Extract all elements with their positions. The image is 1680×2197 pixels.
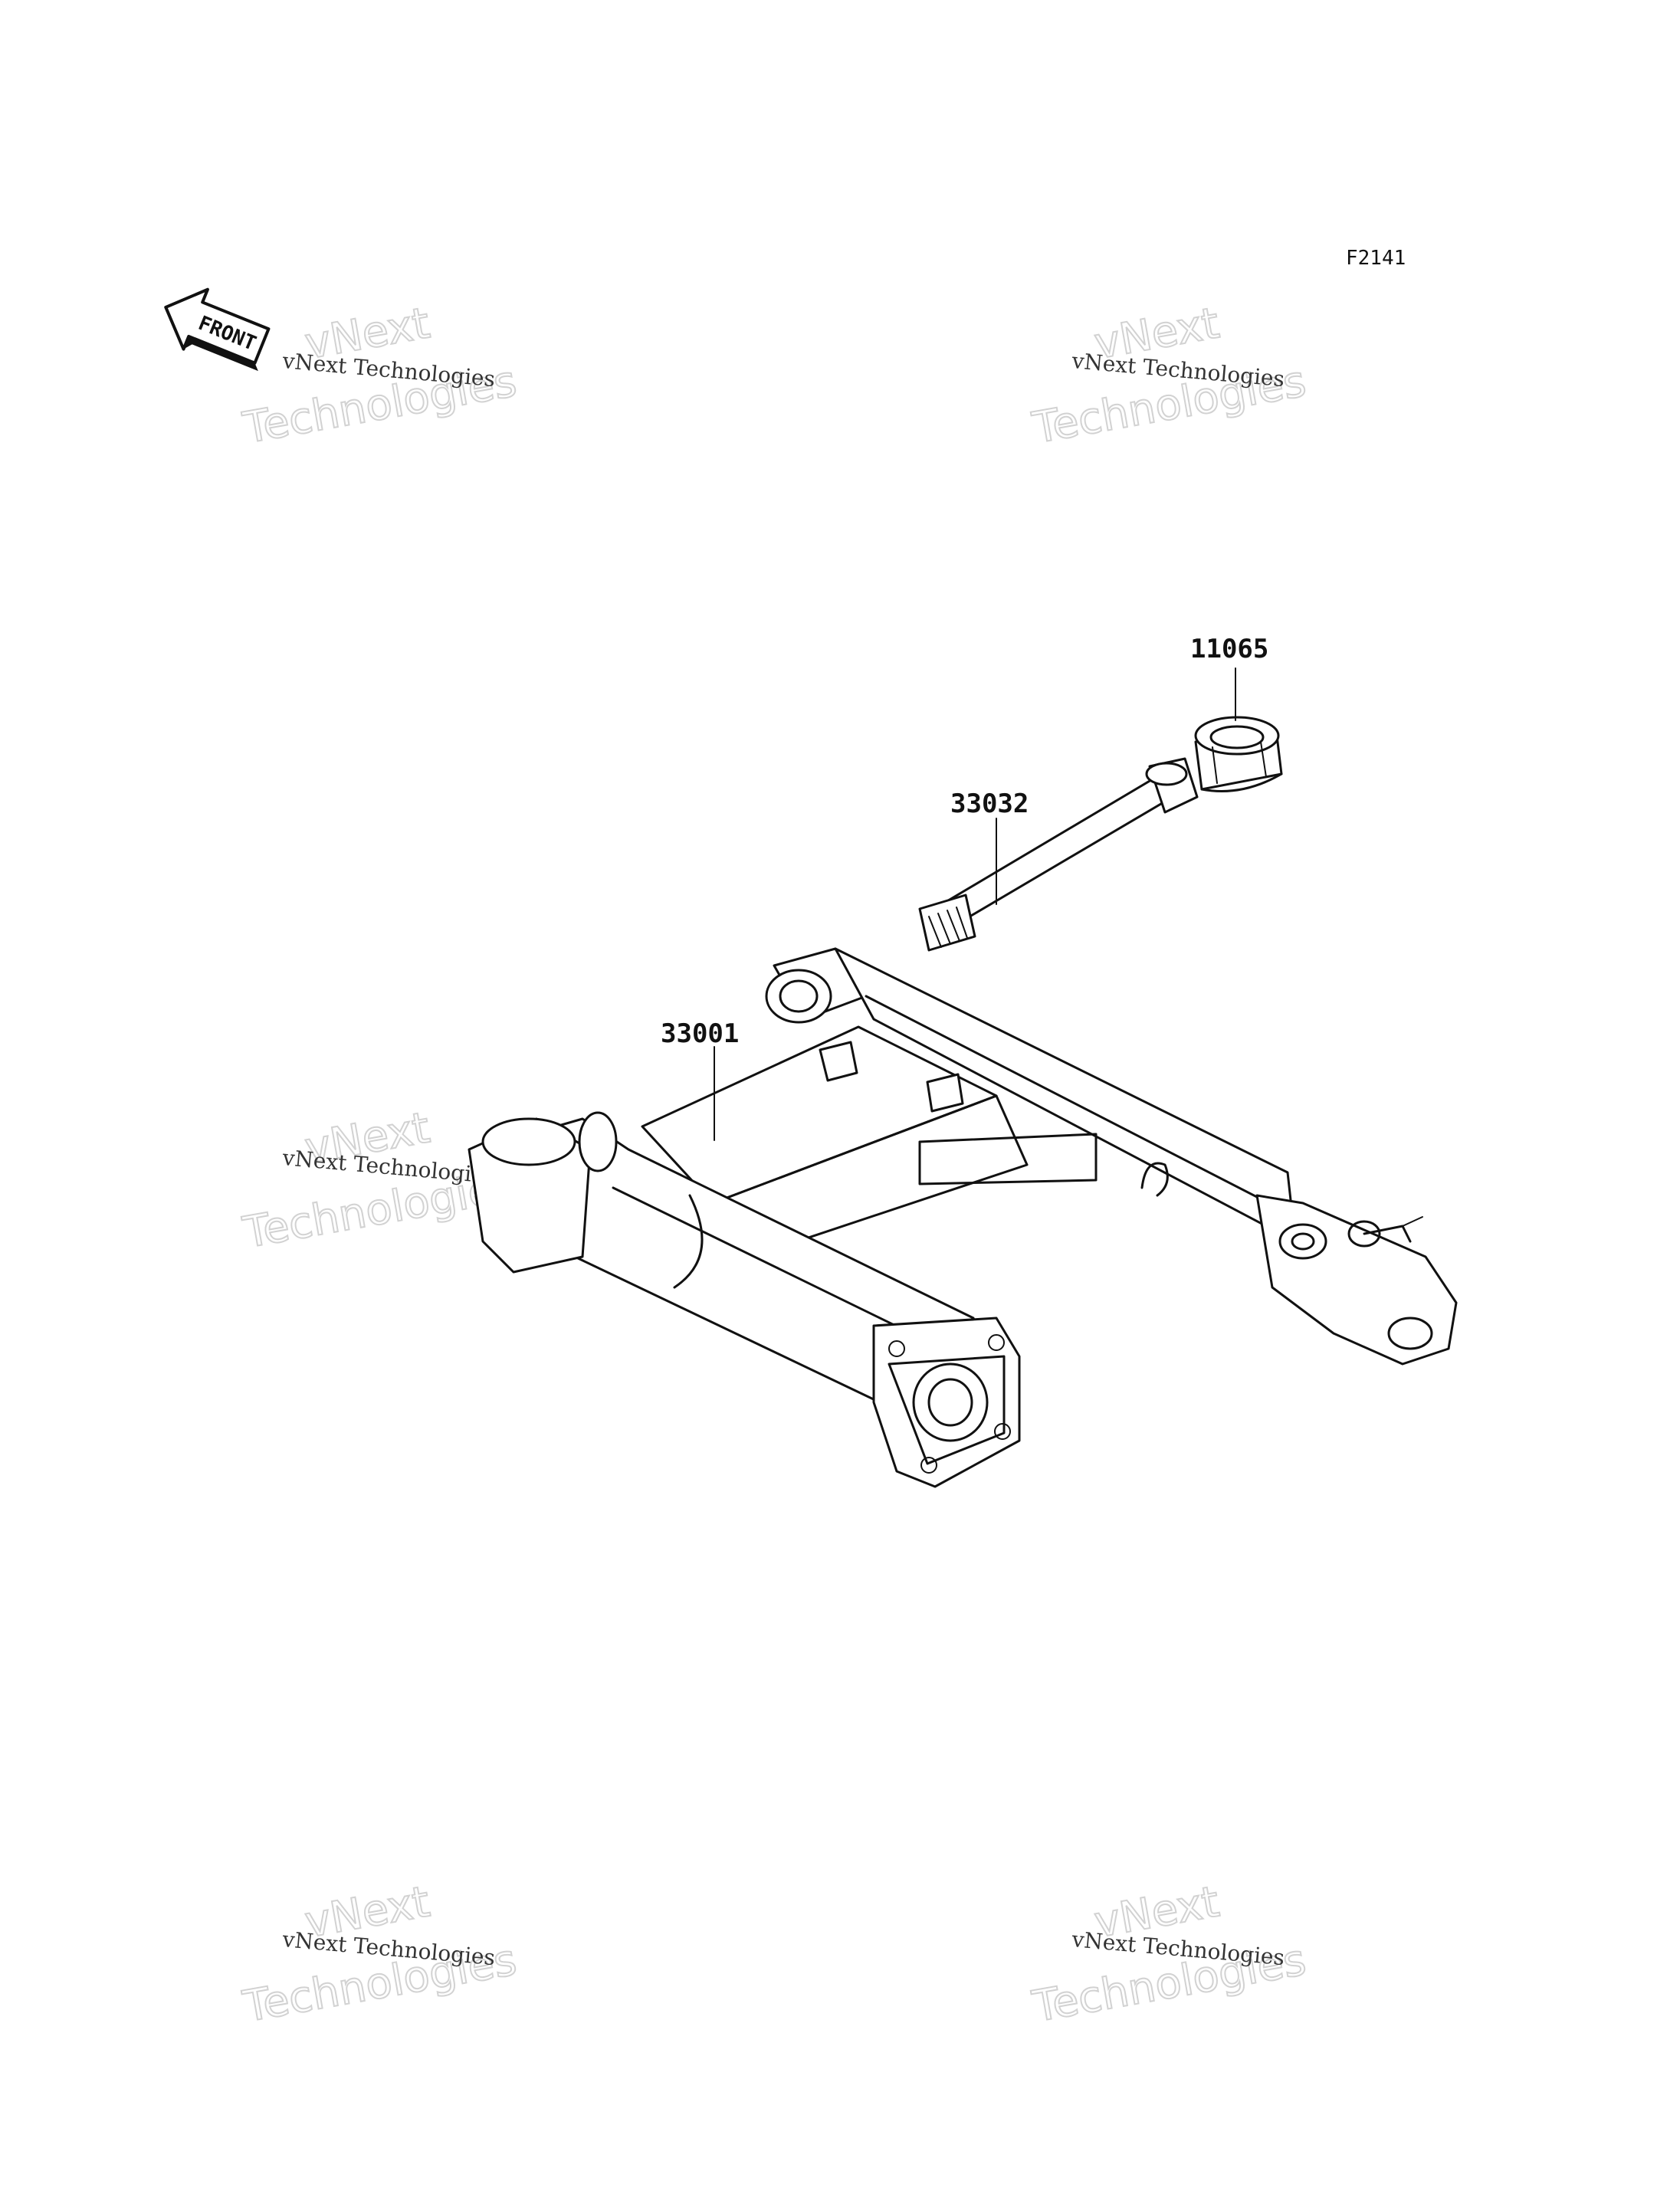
collar-11065[interactable] <box>1194 716 1283 792</box>
diagram-id: F2141 <box>1346 247 1406 270</box>
part-label-33032[interactable]: 33032 <box>950 789 1029 819</box>
pivot-shaft-33032[interactable] <box>918 757 1199 952</box>
watermark-bottom-right: vNext Technologies vNext Technologies <box>1028 1876 1311 2033</box>
part-label-33001[interactable]: 33001 <box>661 1018 739 1049</box>
swingarm-33001[interactable] <box>468 947 1458 1488</box>
watermark-bottom-left: vNext Technologies vNext Technologies <box>238 1876 521 2033</box>
leader-lines <box>714 667 1236 1141</box>
part-label-11065[interactable]: 11065 <box>1190 634 1268 664</box>
watermark-top-left: vNext Technologies vNext Technologies <box>238 297 521 454</box>
watermark-top-right: vNext Technologies vNext Technologies <box>1028 297 1311 454</box>
front-arrow-icon: FRONT <box>164 287 271 372</box>
